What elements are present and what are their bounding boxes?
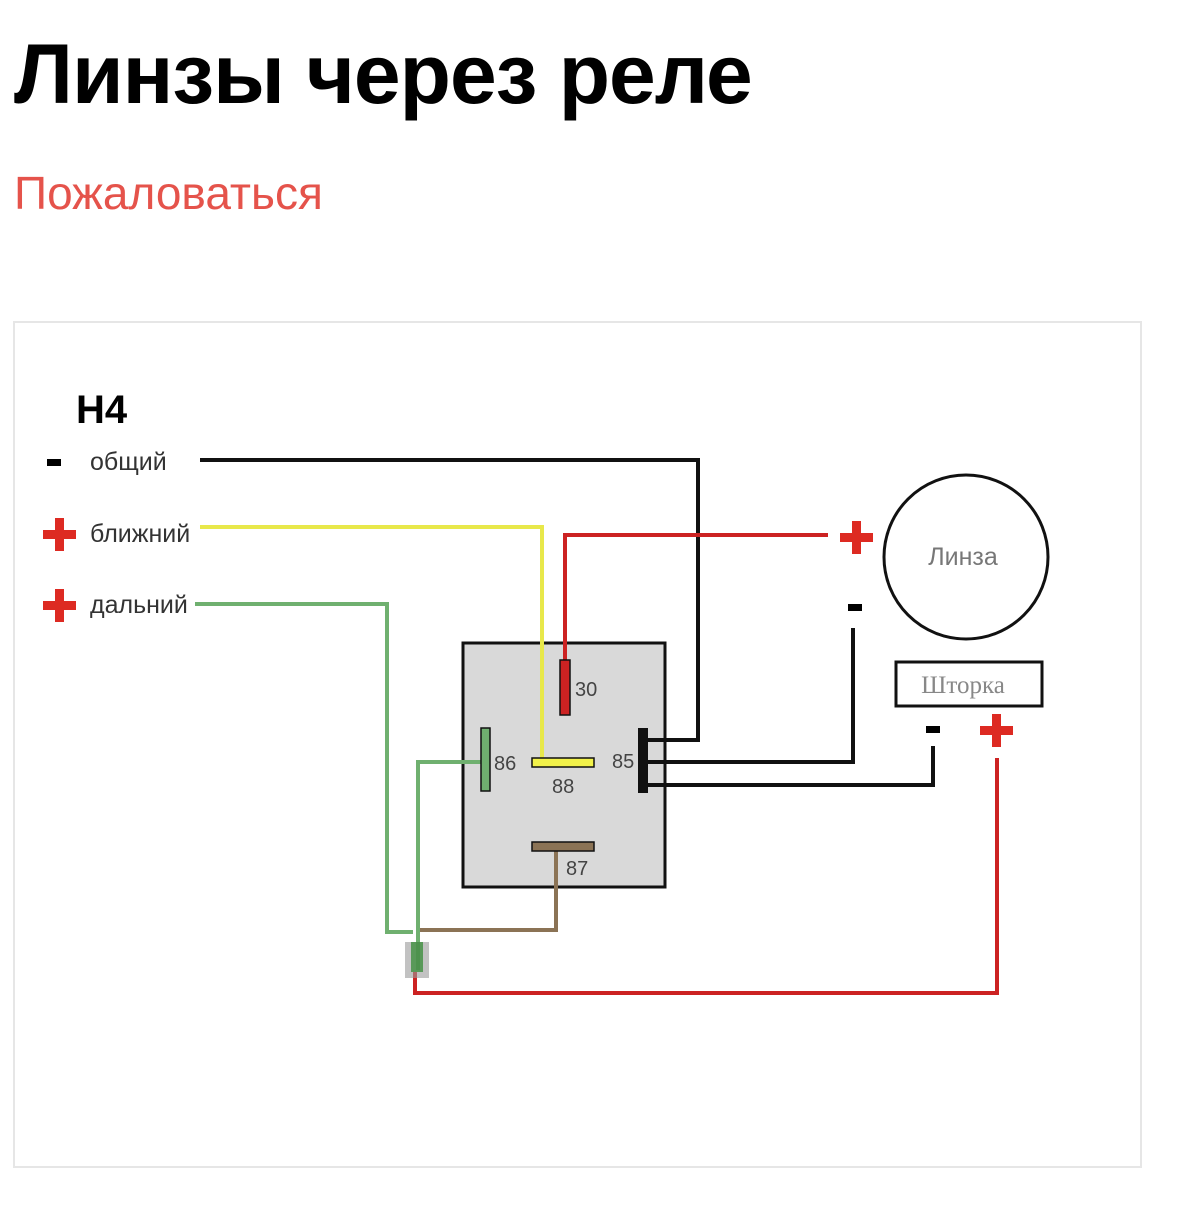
shutter-box xyxy=(894,660,1044,708)
lens-circle xyxy=(882,473,1050,641)
label-common: общий xyxy=(90,448,167,476)
splice-core xyxy=(411,942,423,972)
minus-icon xyxy=(926,726,940,733)
label-high-beam: дальний xyxy=(90,591,188,619)
minus-icon xyxy=(47,459,61,466)
pin-30 xyxy=(559,659,571,716)
pin-88 xyxy=(531,757,595,768)
plus-icon xyxy=(43,518,76,551)
pin-86 xyxy=(480,727,491,792)
pin-label-87: 87 xyxy=(566,858,588,880)
lens-label: Линза xyxy=(928,543,998,571)
pin-label-86: 86 xyxy=(494,753,516,775)
page-title: Линзы через реле xyxy=(14,27,753,121)
report-link[interactable]: Пожаловаться xyxy=(14,167,323,219)
wire-shutter-plus xyxy=(413,758,999,995)
minus-icon xyxy=(848,604,862,611)
wire-lens-minus xyxy=(648,628,855,764)
wire-low-beam xyxy=(200,525,544,760)
plus-icon xyxy=(840,521,873,554)
label-low-beam: ближний xyxy=(90,520,190,548)
wire-common xyxy=(200,458,700,742)
pin-label-30: 30 xyxy=(575,679,597,701)
plus-icon xyxy=(980,714,1013,747)
pin-87 xyxy=(531,841,595,852)
wire-30-lens-plus xyxy=(563,533,828,662)
pin-label-88: 88 xyxy=(552,776,574,798)
wire-87 xyxy=(420,848,558,932)
wire-high-beam xyxy=(195,602,413,934)
shutter-label: Шторка xyxy=(921,672,1005,699)
pin-85 xyxy=(638,728,648,793)
pin-label-85: 85 xyxy=(612,751,634,773)
h4-heading: H4 xyxy=(76,388,128,432)
wire-shutter-minus xyxy=(648,746,935,787)
plus-icon xyxy=(43,589,76,622)
wire-86 xyxy=(416,760,484,970)
